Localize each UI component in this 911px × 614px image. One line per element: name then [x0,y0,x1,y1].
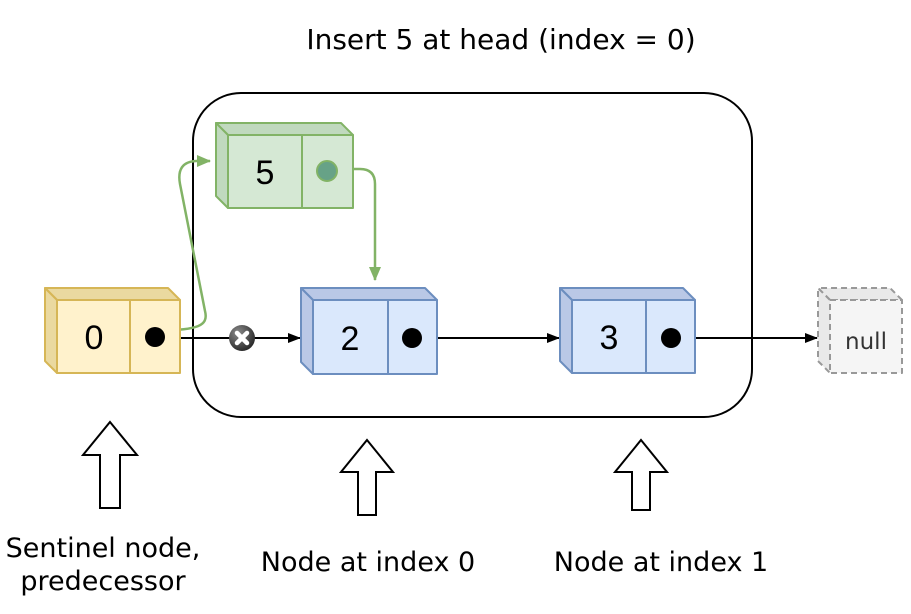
node-null: null [817,287,903,374]
broken-link-icon [229,325,255,351]
node-top-face [44,287,181,301]
pointer-dot-icon [402,328,422,348]
node-value: 5 [256,154,275,192]
node-value: 2 [341,320,360,358]
label-index1: Node at index 1 [554,547,768,578]
pointer-dot-icon [661,328,681,348]
node-front-face [829,299,903,374]
node-new-5: 5 [215,122,354,209]
node-top-face [300,287,438,301]
green-arrow-new-to-index0 [338,167,381,281]
label-sentinel-line1: Sentinel node, [6,533,201,564]
node-left-face [817,287,831,374]
up-arrow-index1-icon [612,438,670,511]
node-value: null [845,329,887,355]
label-index0: Node at index 0 [261,547,475,578]
node-left-face [215,122,229,209]
pointer-dot-icon [145,327,165,347]
node-top-face [817,287,903,301]
node-value: 3 [600,319,619,357]
node-index0: 2 [300,287,438,375]
label-sentinel-line2: predecessor [20,566,186,597]
diagram-title: Insert 5 at head (index = 0) [306,23,695,56]
pointer-dot-icon [316,160,338,182]
node-left-face [559,287,573,374]
node-sentinel: 0 [44,287,181,374]
node-top-face [215,122,354,136]
up-arrow-sentinel-icon [80,420,140,509]
node-index1: 3 [559,287,696,374]
green-arrow-sentinel-to-new [161,155,211,333]
node-top-face [559,287,696,301]
node-left-face [300,287,314,375]
up-arrow-index0-icon [338,438,396,516]
node-left-face [44,287,58,374]
node-value: 0 [85,319,104,357]
